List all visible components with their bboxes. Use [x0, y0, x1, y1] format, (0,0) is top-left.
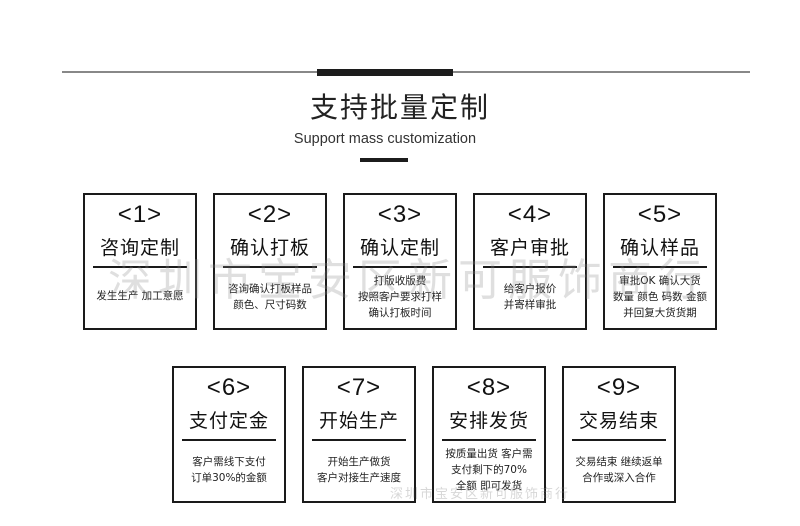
- step-description-line: 颜色、尺寸码数: [233, 299, 307, 311]
- step-number: <7>: [336, 374, 382, 401]
- step-description-line: 支付剩下的70%: [451, 464, 527, 476]
- step-name: 咨询定制: [99, 237, 180, 259]
- step-number: <3>: [377, 201, 423, 228]
- step-card-1: <1> 咨询定制 发生生产 加工意愿: [83, 193, 197, 330]
- step-description-line: 给客户报价: [503, 283, 557, 295]
- step-divider: [353, 266, 447, 268]
- step-divider: [483, 266, 577, 268]
- page-title: 支持批量定制: [309, 91, 490, 124]
- step-description: 给客户报价 并寄样审批: [477, 281, 583, 313]
- page-subtitle: Support mass customization: [293, 131, 477, 147]
- step-description-line: 打版收版费: [373, 275, 427, 287]
- step-description: 客户需线下支付 订单30%的金额: [176, 454, 282, 486]
- step-description: 按质量出货 客户需 支付剩下的70% 全额 即可发货: [436, 446, 542, 494]
- step-divider: [223, 266, 317, 268]
- step-number: <1>: [117, 201, 163, 228]
- step-description-line: 咨询确认打板样品: [228, 283, 312, 295]
- step-description: 交易结束 继续返单 合作或深入合作: [566, 454, 672, 486]
- step-divider: [572, 439, 666, 441]
- step-number: <8>: [466, 374, 512, 401]
- step-description: 打版收版费 按照客户要求打样 确认打板时间: [347, 273, 453, 321]
- step-divider: [93, 266, 187, 268]
- step-card-6: <6> 支付定金 客户需线下支付 订单30%的金额: [172, 366, 286, 503]
- top-accent-bar: [317, 69, 453, 76]
- step-description: 开始生产做货 客户对接生产速度: [306, 454, 412, 486]
- step-name: 确认打板: [229, 237, 310, 259]
- step-description-line: 全额 即可发货: [455, 480, 523, 492]
- step-description: 发生生产 加工意愿: [87, 288, 193, 304]
- step-card-3: <3> 确认定制 打版收版费 按照客户要求打样 确认打板时间: [343, 193, 457, 330]
- step-description-line: 交易结束 继续返单: [575, 456, 663, 468]
- step-description-line: 开始生产做货: [327, 456, 391, 468]
- step-description-line: 客户对接生产速度: [317, 472, 401, 484]
- step-card-7: <7> 开始生产 开始生产做货 客户对接生产速度: [302, 366, 416, 503]
- step-card-9: <9> 交易结束 交易结束 继续返单 合作或深入合作: [562, 366, 676, 503]
- step-card-4: <4> 客户审批 给客户报价 并寄样审批: [473, 193, 587, 330]
- step-description-line: 确认打板时间: [368, 307, 432, 319]
- step-description: 审批OK 确认大货 数量 颜色 码数 金额 并回复大货货期: [607, 273, 713, 321]
- step-description-line: 合作或深入合作: [582, 472, 656, 484]
- step-name: 开始生产: [318, 410, 399, 432]
- step-card-8: <8> 安排发货 按质量出货 客户需 支付剩下的70% 全额 即可发货: [432, 366, 546, 503]
- step-card-5: <5> 确认样品 审批OK 确认大货 数量 颜色 码数 金额 并回复大货货期: [603, 193, 717, 330]
- step-name: 客户审批: [489, 237, 570, 259]
- step-number: <6>: [206, 374, 252, 401]
- step-description-line: 并回复大货货期: [623, 307, 697, 319]
- step-number: <2>: [247, 201, 293, 228]
- step-description-line: 订单30%的金额: [191, 472, 267, 484]
- step-description-line: 并寄样审批: [503, 299, 557, 311]
- step-divider: [312, 439, 406, 441]
- step-divider: [442, 439, 536, 441]
- step-description-line: 数量 颜色 码数 金额: [612, 291, 707, 303]
- step-description: 咨询确认打板样品 颜色、尺寸码数: [217, 281, 323, 313]
- step-description-line: 按照客户要求打样: [358, 291, 442, 303]
- step-name: 交易结束: [578, 410, 659, 432]
- step-description-line: 按质量出货 客户需: [445, 448, 533, 460]
- title-underline-bar: [360, 158, 408, 162]
- step-divider: [613, 266, 707, 268]
- step-description-line: 审批OK 确认大货: [619, 275, 701, 287]
- step-number: <9>: [596, 374, 642, 401]
- step-number: <5>: [637, 201, 683, 228]
- step-name: 支付定金: [188, 410, 269, 432]
- step-divider: [182, 439, 276, 441]
- step-description-line: 客户需线下支付: [192, 456, 266, 468]
- step-number: <4>: [507, 201, 553, 228]
- step-description-line: 发生生产 加工意愿: [96, 290, 184, 302]
- step-name: 确认样品: [619, 237, 700, 259]
- step-name: 确认定制: [359, 237, 440, 259]
- step-card-2: <2> 确认打板 咨询确认打板样品 颜色、尺寸码数: [213, 193, 327, 330]
- step-name: 安排发货: [448, 410, 529, 432]
